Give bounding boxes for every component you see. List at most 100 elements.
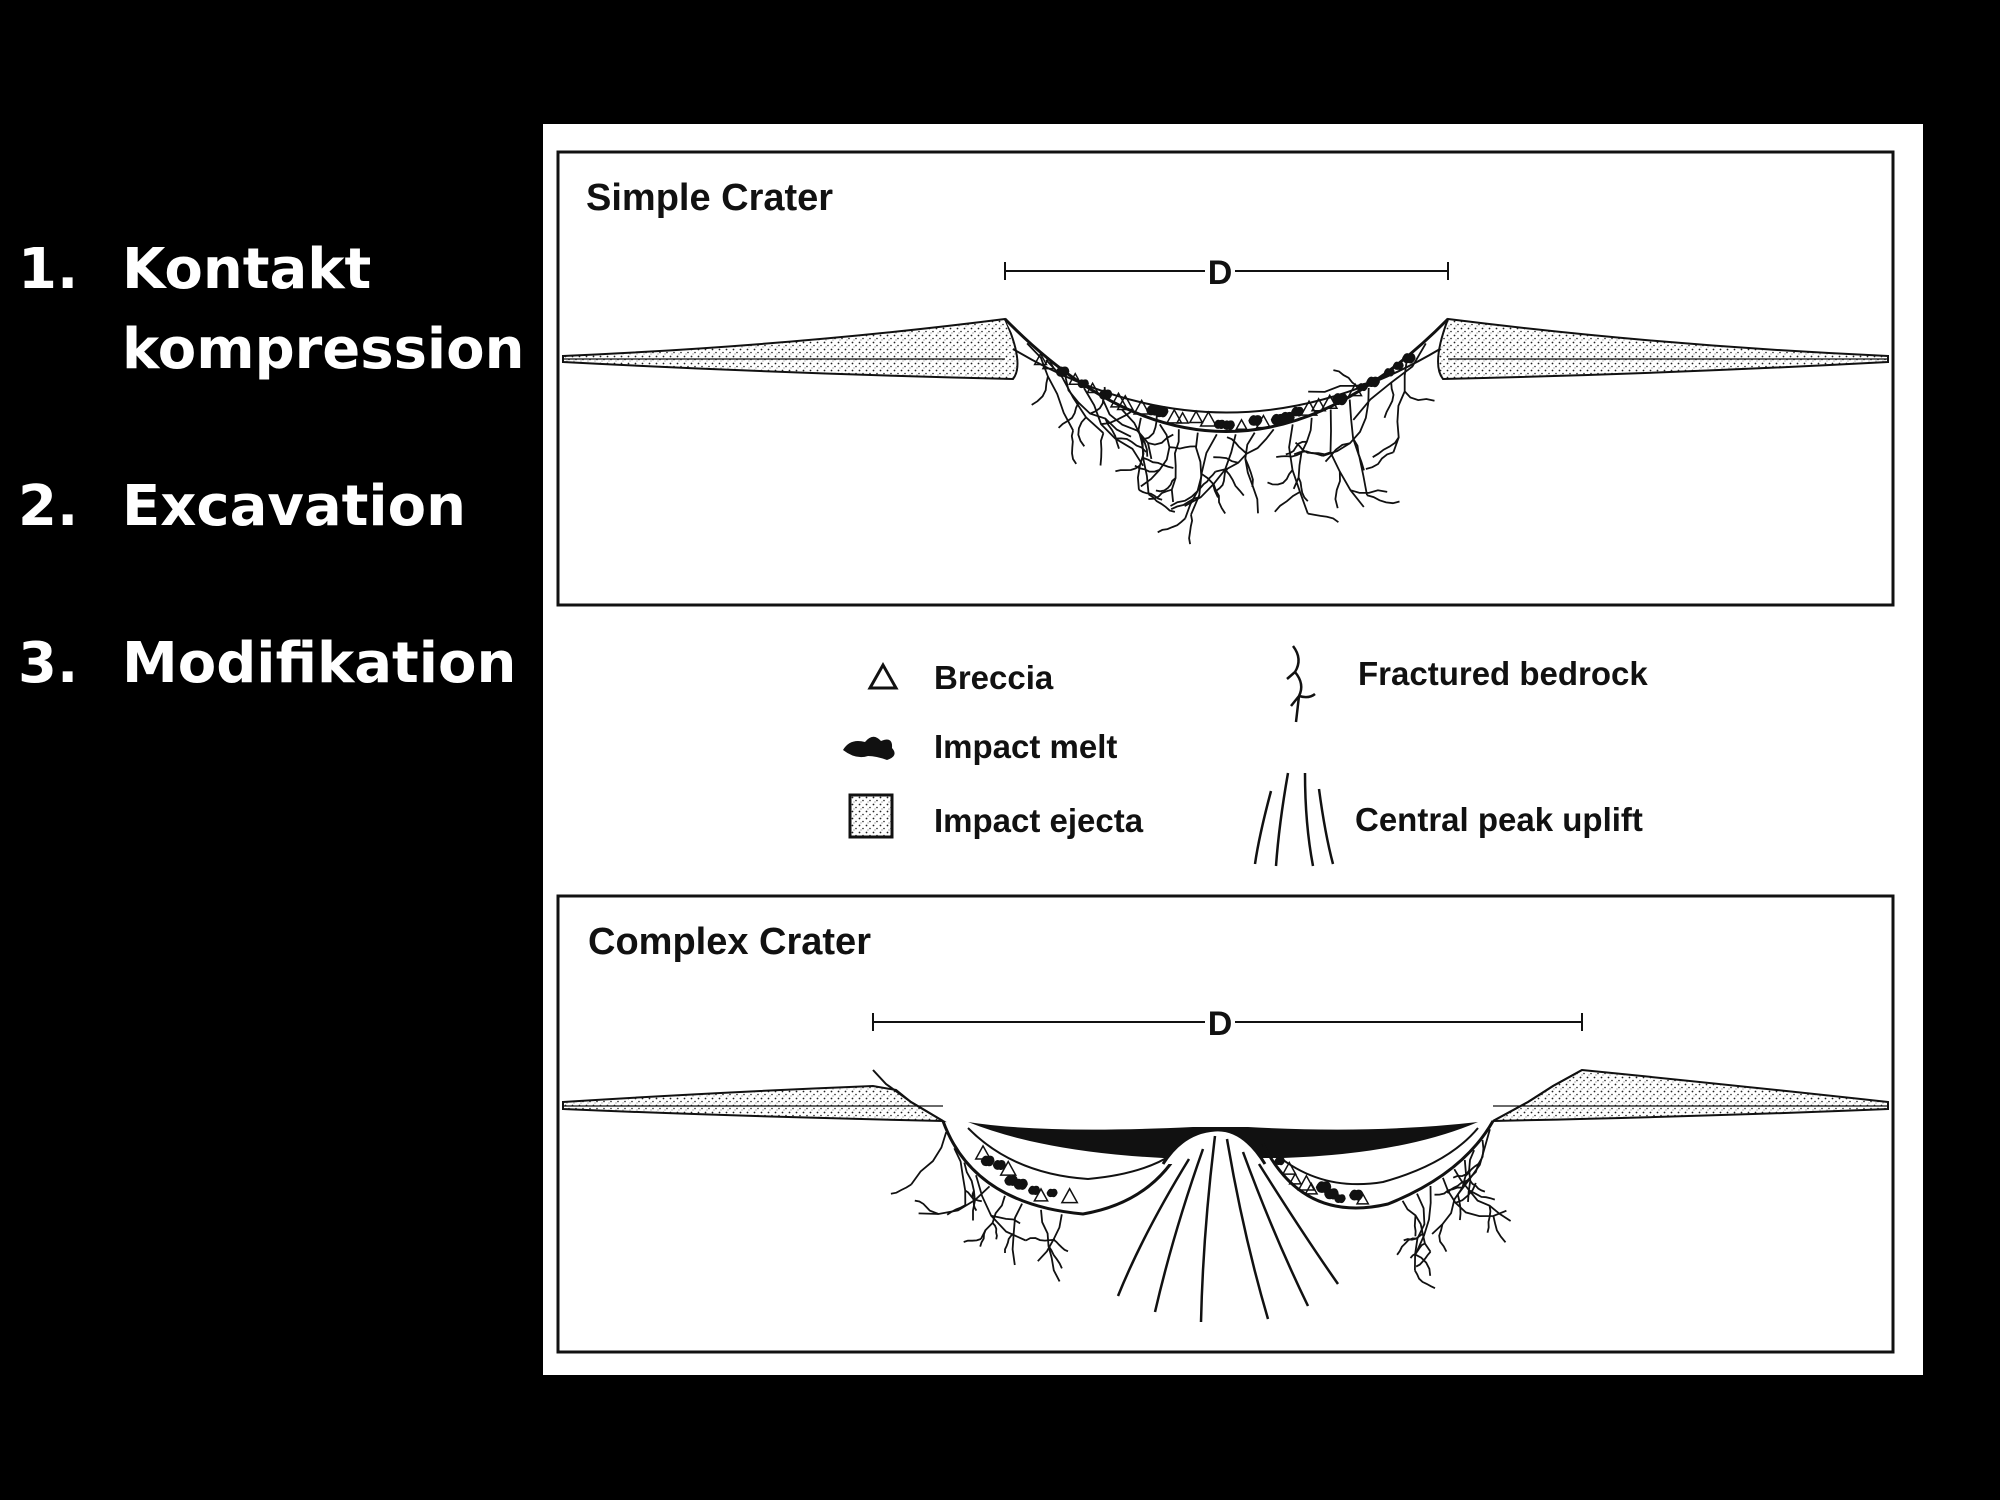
complex-crater-panel: Complex Crater D xyxy=(556,894,1895,1354)
fracture-line xyxy=(914,1199,939,1215)
fracture-line xyxy=(1197,471,1217,492)
fracture-line xyxy=(1184,434,1237,507)
complex-breccia-fill xyxy=(974,1144,1370,1205)
complex-diameter-marker: D xyxy=(872,1005,1583,1043)
step-text: Excavation xyxy=(122,474,466,539)
fracture-line xyxy=(1274,491,1301,513)
fracture-line xyxy=(910,1131,948,1186)
fracture-line xyxy=(1155,477,1177,493)
fracture-line xyxy=(1184,432,1203,519)
fracture-line xyxy=(1169,445,1196,450)
fracture-line xyxy=(1115,464,1141,473)
fracture-line xyxy=(1147,433,1174,446)
fracture-line xyxy=(1366,494,1400,505)
breccia-fragment xyxy=(1086,381,1099,394)
fracture-line xyxy=(1416,1185,1432,1252)
legend: Breccia Impact melt Impact ejecta Fractu… xyxy=(843,645,1648,867)
fracture-line xyxy=(1170,429,1180,503)
simple-crater-floor xyxy=(1003,317,1450,433)
fracture-line xyxy=(953,1147,967,1206)
fracture-line xyxy=(991,1222,998,1240)
fracture-line xyxy=(1348,399,1368,496)
fracture-line xyxy=(1140,423,1171,488)
crater-diagram-svg: Simple Crater D Brecci xyxy=(556,150,1895,1354)
fracture-line xyxy=(1414,1253,1432,1276)
fracture-icon xyxy=(1286,645,1316,723)
breccia-fragment xyxy=(1310,397,1327,412)
fracture-line xyxy=(1467,1149,1475,1202)
fracture-line xyxy=(1226,436,1248,455)
legend-fractured-bedrock: Fractured bedrock xyxy=(1286,645,1648,723)
breccia-fragment xyxy=(1033,352,1048,366)
fracture-line xyxy=(1089,386,1107,415)
impact-melt-fragment xyxy=(992,1160,1006,1171)
step-number: 3. xyxy=(18,631,79,696)
impact-melt-fragment xyxy=(1013,1178,1028,1190)
fracture-line xyxy=(1438,1224,1448,1253)
legend-breccia-label: Breccia xyxy=(934,659,1054,696)
fracture-line xyxy=(1138,489,1163,501)
breccia-fragment xyxy=(1288,1172,1303,1185)
legend-central-peak-uplift-label: Central peak uplift xyxy=(1355,801,1643,838)
impact-melt-fragment xyxy=(1274,1157,1285,1166)
fracture-line xyxy=(1396,1237,1418,1256)
fracture-line xyxy=(1307,512,1339,523)
breccia-fragment xyxy=(1033,1187,1049,1202)
fracture-line xyxy=(1142,414,1158,441)
impact-melt-fragment xyxy=(1392,361,1404,371)
fracture-line xyxy=(1294,441,1324,457)
fracture-line xyxy=(1352,342,1427,421)
fracture-line xyxy=(1026,342,1074,431)
complex-ejecta-left xyxy=(562,1084,947,1123)
fracture-line xyxy=(1469,1180,1486,1193)
fracture-line xyxy=(1045,359,1105,434)
fracture-line xyxy=(1446,1179,1470,1194)
step-number: 2. xyxy=(18,474,79,539)
impact-melt-fragment xyxy=(1402,353,1416,364)
fracture-line xyxy=(1452,1169,1470,1179)
legend-impact-melt-label: Impact melt xyxy=(934,728,1117,765)
uplift-lines-icon xyxy=(1253,790,1273,865)
fracture-line xyxy=(1404,390,1435,402)
breccia-fragment xyxy=(1281,1161,1297,1175)
crater-diagram: Simple Crater D Brecci xyxy=(543,124,1923,1375)
legend-fractured-bedrock-label: Fractured bedrock xyxy=(1358,655,1648,692)
fracture-line xyxy=(1077,416,1087,447)
fracture-line xyxy=(1414,1193,1426,1271)
fracture-line xyxy=(1383,382,1395,419)
legend-impact-ejecta-label: Impact ejecta xyxy=(934,802,1144,839)
step-item: 1. Kontakt kompression xyxy=(18,230,524,390)
simple-panel-title: Simple Crater xyxy=(586,177,833,219)
impact-melt-fragment xyxy=(1077,379,1089,389)
breccia-fragment xyxy=(1235,418,1249,430)
fracture-line xyxy=(1031,376,1049,406)
fracture-line xyxy=(1276,452,1302,458)
legend-central-peak-uplift: Central peak uplift xyxy=(1253,772,1643,867)
fracture-line xyxy=(1047,1245,1063,1269)
breccia-fragment xyxy=(1116,394,1135,411)
step-list: 1. Kontakt kompression 2. Excavation 3. … xyxy=(18,230,524,704)
impact-melt-fragment xyxy=(1291,406,1304,417)
step-item: 3. Modifikation xyxy=(18,624,524,704)
breccia-fragment xyxy=(1175,411,1190,424)
fracture-line xyxy=(1100,409,1134,426)
fracture-line xyxy=(1267,469,1294,486)
fracture-line xyxy=(1134,464,1160,473)
impact-melt-fragment xyxy=(980,1155,995,1167)
breccia-fragment xyxy=(1188,409,1204,424)
breccia-fragment xyxy=(1041,356,1056,370)
breccia-fragment xyxy=(1347,382,1363,397)
complex-crater-floor-left xyxy=(941,1120,1185,1216)
breccia-fragment xyxy=(1165,408,1183,424)
simple-diameter-label: D xyxy=(1208,254,1233,292)
simple-fractured-bedrock xyxy=(1026,342,1435,545)
impact-melt-fragment xyxy=(1028,1185,1041,1196)
stippled-square-icon xyxy=(848,793,894,839)
step-number: 1. xyxy=(18,237,79,302)
breccia-fragment xyxy=(1255,413,1272,429)
fracture-line xyxy=(1213,456,1239,464)
fracture-line xyxy=(1324,442,1351,463)
impact-melt-fragment xyxy=(1046,1188,1058,1198)
fracture-line xyxy=(1457,1128,1491,1196)
breccia-fragment xyxy=(1199,410,1218,427)
